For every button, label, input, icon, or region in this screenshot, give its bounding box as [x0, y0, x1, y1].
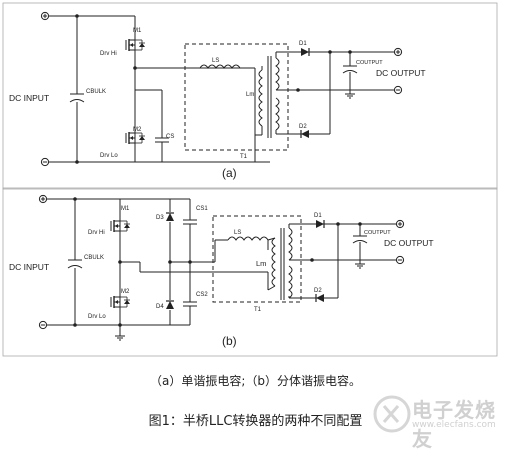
d4-label-b: D4	[156, 304, 164, 310]
output-plus-terminal-a	[393, 47, 403, 57]
lm-label-a: Lm	[246, 92, 254, 98]
d1-label-a: D1	[299, 41, 307, 47]
drv-hi-label-a: Drv Hi	[100, 51, 117, 57]
drv-lo-label-a: Drv Lo	[100, 153, 118, 159]
label-b: (b)	[222, 334, 237, 348]
m1-label-b: M1	[121, 206, 130, 212]
caption-subtitle: （a）单谐振电容;（b）分体谐振电容。	[149, 374, 361, 388]
output-minus-terminal-b	[395, 255, 405, 265]
transformer-box-b	[212, 215, 302, 303]
label-a: (a)	[222, 166, 237, 180]
cbulk-label-a: CBULK	[86, 89, 106, 95]
input-minus-terminal-b	[38, 320, 48, 330]
dc-input-label-a: DC INPUT	[9, 93, 49, 103]
cs2-label-b: CS2	[196, 292, 208, 298]
t1-label-a: T1	[240, 154, 248, 160]
circuit-a	[2, 2, 498, 190]
coutput-label-b: COUTPUT	[364, 230, 391, 236]
d1-label-b: D1	[314, 213, 322, 219]
output-plus-terminal-b	[395, 219, 405, 229]
watermark-url: www.elecfans.com	[412, 420, 496, 430]
m2-label-b: M2	[121, 289, 130, 295]
m1-label-a: M1	[133, 28, 142, 34]
circuit-b-frame	[2, 187, 498, 357]
output-minus-terminal-a	[393, 85, 403, 95]
transformer-box-a	[184, 43, 289, 151]
m2-label-a: M2	[133, 127, 142, 133]
drv-hi-label-b: Drv Hi	[88, 230, 105, 236]
drv-lo-label-b: Drv Lo	[88, 314, 106, 320]
ls-label-a: LS	[212, 58, 219, 64]
d2-label-a: D2	[299, 124, 307, 130]
circuit-a-frame	[2, 2, 498, 190]
coutput-label-a: COUTPUT	[356, 60, 383, 66]
lm-label-b: Lm	[256, 259, 266, 268]
ls-label-b: LS	[234, 230, 241, 236]
d3-label-b: D3	[156, 215, 164, 221]
cbulk-label-b: CBULK	[84, 255, 104, 261]
input-plus-terminal-b	[38, 194, 48, 204]
watermark-logo	[373, 395, 411, 433]
input-plus-terminal-a	[40, 11, 50, 21]
cs-label-a: CS	[166, 134, 174, 140]
dc-input-label-b: DC INPUT	[9, 262, 49, 272]
watermark-text: 电子发烧友	[412, 398, 496, 451]
cs1-label-b: CS1	[196, 206, 208, 212]
caption-title: 图1：半桥LLC转换器的两种不同配置	[148, 414, 363, 429]
input-minus-terminal-a	[40, 157, 50, 167]
d2-label-b: D2	[314, 288, 322, 294]
t1-label-b: T1	[254, 307, 262, 313]
schematic-canvas: DC INPUT CBULK M1 M2 Drv Hi Drv Lo CS LS…	[2, 2, 498, 357]
dc-output-label-a: DC OUTPUT	[376, 68, 426, 78]
dc-output-label-b: DC OUTPUT	[384, 238, 434, 248]
circuit-b	[2, 187, 498, 357]
